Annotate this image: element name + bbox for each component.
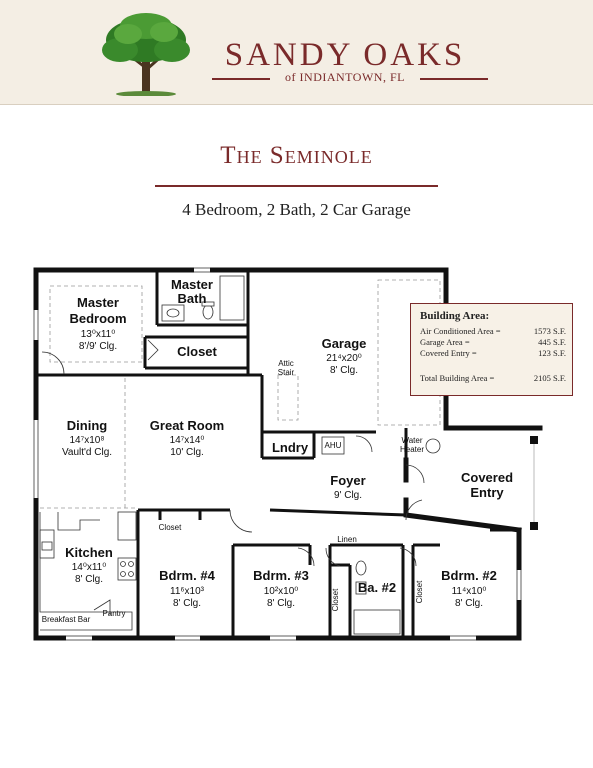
covered-entry-name-2: Entry: [470, 485, 504, 500]
kitchen-ceiling: 8' Clg.: [75, 574, 103, 585]
plan-subtitle: 4 Bedroom, 2 Bath, 2 Car Garage: [182, 200, 411, 219]
area-row-value: 2105 S.F.: [533, 373, 566, 383]
kitchen-counter: [39, 512, 133, 631]
area-row-value: 123 S.F.: [538, 348, 566, 358]
area-row-value: 1573 S.F.: [533, 326, 566, 336]
attic-stair-line-2: Stair: [278, 368, 295, 377]
plan-title: The Seminole: [220, 142, 373, 169]
area-row-ac: Air Conditioned Area = 1573 S.F.: [420, 326, 566, 336]
master-bedroom-ceiling: 8'/9' Clg.: [79, 341, 117, 352]
foyer-name: Foyer: [330, 473, 365, 488]
hall-closet-name: Closet: [159, 523, 182, 532]
breakfast-bar-name: Breakfast Bar: [42, 615, 91, 624]
area-row-label: Air Conditioned Area =: [420, 326, 501, 336]
bedroom4-ceiling: 8' Clg.: [173, 598, 201, 609]
laundry-name: Lndry: [272, 440, 309, 455]
great-room-dims: 14⁷x14⁰: [170, 435, 205, 446]
bedroom4-dims: 11⁶x10³: [170, 586, 205, 597]
garage-dims: 21⁴x20⁰: [326, 353, 362, 364]
great-room-ceiling: 10' Clg.: [170, 447, 204, 458]
area-row-garage: Garage Area = 445 S.F.: [420, 337, 566, 347]
water-heater-line-2: Heater: [400, 445, 424, 454]
bath2-name: Ba. #2: [358, 580, 396, 595]
oak-tree-logo-icon: [102, 13, 190, 96]
water-heater-line-1: Water: [401, 436, 422, 445]
linen-name: Linen: [337, 535, 357, 544]
covered-entry-name-1: Covered: [461, 470, 513, 485]
area-row-label: Garage Area =: [420, 337, 470, 347]
pantry-name: Pantry: [102, 609, 125, 618]
title-rule: [155, 185, 438, 187]
area-row-entry: Covered Entry = 123 S.F.: [420, 348, 566, 358]
window-sills: [33, 267, 522, 641]
dining-ceiling: Vault'd Clg.: [62, 447, 112, 458]
bedroom4-name: Bdrm. #4: [159, 568, 215, 583]
area-row-value: 445 S.F.: [538, 337, 566, 347]
bedroom2-closet-name: Closet: [415, 580, 424, 603]
header-banner: SANDY OAKS of INDIANTOWN, FL: [0, 0, 593, 105]
foyer-ceiling: 9' Clg.: [334, 490, 362, 501]
brand-location: of INDIANTOWN, FL: [285, 70, 405, 84]
brand-rule-left: [212, 78, 270, 80]
attic-stair-line-1: Attic: [278, 359, 294, 368]
brand-name: SANDY OAKS: [224, 37, 466, 73]
windows: [34, 268, 521, 640]
dining-dims: 14⁷x10⁸: [69, 435, 104, 446]
bedroom2-dims: 11⁴x10⁰: [452, 586, 487, 597]
garage-ceiling: 8' Clg.: [330, 365, 358, 376]
bedroom2-name: Bdrm. #2: [441, 568, 497, 583]
master-closet-name: Closet: [177, 344, 217, 359]
bedroom2-ceiling: 8' Clg.: [455, 598, 483, 609]
bedroom3-name: Bdrm. #3: [253, 568, 309, 583]
entry-posts: [530, 436, 538, 530]
room-labels: Master Bedroom 13⁰x11⁰ 8'/9' Clg. Master…: [42, 277, 513, 624]
bedroom3-closet-name: Closet: [331, 588, 340, 611]
kitchen-dims: 14⁰x11⁰: [72, 562, 107, 573]
master-bedroom-name-2: Bedroom: [69, 311, 126, 326]
master-bath-name-2: Bath: [178, 291, 207, 306]
ahu-name: AHU: [325, 441, 342, 450]
area-row-label: Covered Entry =: [420, 348, 477, 358]
door-swings: [41, 339, 425, 615]
building-area-title: Building Area:: [420, 310, 490, 322]
fixtures: [39, 275, 441, 635]
area-row-total: Total Building Area = 2105 S.F.: [420, 373, 566, 383]
dining-name: Dining: [67, 418, 107, 433]
master-bath-name-1: Master: [171, 277, 213, 292]
area-row-label: Total Building Area =: [420, 373, 495, 383]
master-bedroom-dims: 13⁰x11⁰: [81, 329, 116, 340]
bedroom3-dims: 10²x10⁰: [264, 586, 299, 597]
kitchen-name: Kitchen: [65, 545, 113, 560]
brand-rule-right: [420, 78, 488, 80]
interior-walls: [36, 270, 519, 638]
bedroom3-ceiling: 8' Clg.: [267, 598, 295, 609]
master-bedroom-name-1: Master: [77, 295, 119, 310]
building-area-box: Building Area: Air Conditioned Area = 15…: [410, 303, 573, 396]
great-room-name: Great Room: [150, 418, 224, 433]
garage-name: Garage: [322, 336, 367, 351]
